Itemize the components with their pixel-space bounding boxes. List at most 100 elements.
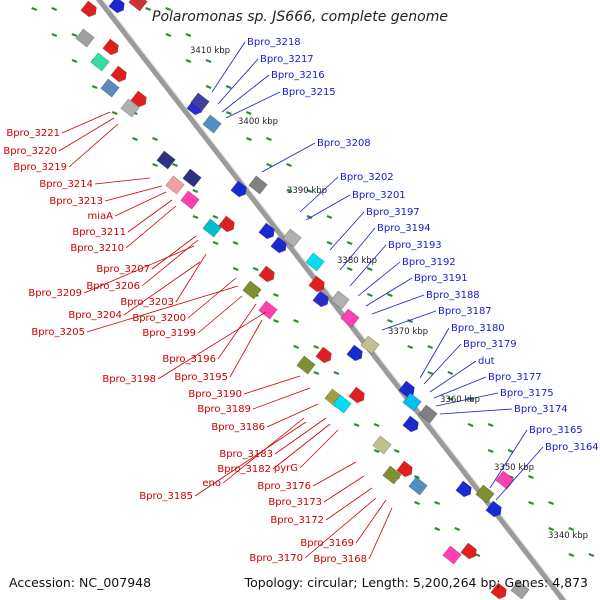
gene-block: [408, 476, 428, 496]
tick-mark: [427, 344, 434, 350]
gene-block: [402, 392, 422, 412]
gene-label: Bpro_3199: [142, 328, 196, 339]
label-leader: [197, 295, 243, 334]
gene-arrow: [218, 215, 235, 233]
gene-features: [75, 0, 530, 600]
gene-arrow: [258, 265, 275, 283]
gene-arrow: [80, 0, 97, 18]
gene-arrow: [258, 222, 275, 240]
scale-label: 3350 kbp: [494, 463, 534, 473]
gene-block: [202, 114, 222, 134]
tick-mark: [487, 448, 494, 454]
tick-mark: [132, 136, 138, 142]
tick-mark: [111, 110, 118, 116]
tick-mark: [172, 162, 179, 168]
tick-mark: [346, 266, 353, 272]
gene-label: Bpro_3216: [271, 70, 325, 81]
gene-label: dut: [478, 356, 495, 367]
tick-mark: [232, 240, 239, 246]
gene-label: pyrG: [274, 463, 298, 474]
gene-label: Bpro_3183: [219, 449, 273, 460]
tick-mark: [192, 188, 199, 194]
label-leader: [83, 245, 195, 294]
gene-arrow: [490, 582, 507, 600]
gene-label: Bpro_3169: [300, 538, 354, 549]
tick-mark: [165, 6, 172, 12]
label-leader: [355, 499, 387, 544]
gene-label: Bpro_3209: [28, 288, 82, 299]
gene-label: Bpro_3180: [451, 323, 505, 334]
gene-label: Bpro_3213: [49, 196, 103, 207]
label-leader: [419, 327, 450, 379]
label-leader: [433, 376, 487, 399]
gene-block: [120, 98, 140, 118]
tick-mark: [467, 422, 474, 428]
tick-mark: [212, 240, 219, 246]
gene-label: Bpro_3211: [72, 227, 126, 238]
tick-mark: [346, 240, 353, 246]
tick-mark: [393, 448, 400, 454]
label-leader: [123, 261, 201, 316]
tick-mark: [353, 422, 360, 428]
gene-label: Bpro_3210: [70, 243, 124, 254]
left-gene-labels: Bpro_3221Bpro_3220Bpro_3219Bpro_3214Bpro…: [3, 111, 393, 565]
tick-mark: [568, 526, 575, 532]
gene-arrow: [308, 275, 325, 293]
label-leader: [439, 408, 513, 415]
label-leader: [299, 429, 339, 469]
label-leader: [252, 387, 311, 410]
scale-label: 3340 kbp: [548, 531, 588, 541]
gene-label: Bpro_3219: [13, 162, 67, 173]
gene-block: [156, 150, 176, 170]
tick-mark: [225, 84, 232, 90]
gene-label: Bpro_3172: [270, 515, 324, 526]
gene-block: [495, 470, 515, 490]
gene-label: Bpro_3168: [313, 554, 367, 565]
label-leader: [489, 429, 528, 489]
gene-label: miaA: [88, 211, 114, 222]
tick-mark: [548, 500, 554, 506]
gene-label: Bpro_3174: [514, 404, 568, 415]
tick-mark: [286, 162, 293, 168]
gene-label: Bpro_3195: [174, 372, 228, 383]
label-leader: [368, 507, 393, 560]
gene-block: [75, 28, 95, 48]
tick-mark: [588, 552, 595, 558]
label-leader: [323, 475, 365, 503]
gene-label: Bpro_3165: [529, 425, 583, 436]
tick-mark: [434, 526, 441, 532]
label-leader: [86, 285, 239, 333]
scale-label: 3360 kbp: [440, 395, 480, 405]
tick-mark: [373, 448, 380, 454]
gene-label: Bpro_3202: [340, 172, 394, 183]
gene-label: Bpro_3187: [438, 306, 492, 317]
gene-arrow: [102, 38, 119, 56]
gene-arrow: [130, 90, 147, 108]
label-leader: [274, 417, 327, 455]
label-leader: [429, 360, 477, 393]
label-leader: [243, 375, 301, 395]
label-leader: [68, 123, 119, 168]
tick-mark: [246, 136, 252, 142]
gene-block: [418, 404, 438, 424]
gene-block: [165, 175, 185, 195]
gene-block: [242, 280, 262, 300]
tick-mark: [232, 266, 239, 272]
gene-label: Bpro_3173: [268, 497, 322, 508]
tick-mark: [366, 292, 373, 298]
gene-label: Bpro_3220: [3, 146, 57, 157]
gene-label: Bpro_3176: [257, 481, 311, 492]
tick-mark: [454, 526, 461, 532]
tick-mark: [71, 32, 78, 38]
tick-mark: [447, 370, 454, 376]
tick-mark: [185, 58, 192, 64]
gene-label: Bpro_3179: [463, 339, 517, 350]
label-leader: [329, 211, 365, 251]
tick-mark: [427, 370, 434, 376]
tick-mark: [192, 214, 199, 220]
scale-label: 3390 kbp: [287, 186, 327, 196]
gene-label: Bpro_3188: [426, 290, 480, 301]
label-leader: [435, 392, 499, 407]
